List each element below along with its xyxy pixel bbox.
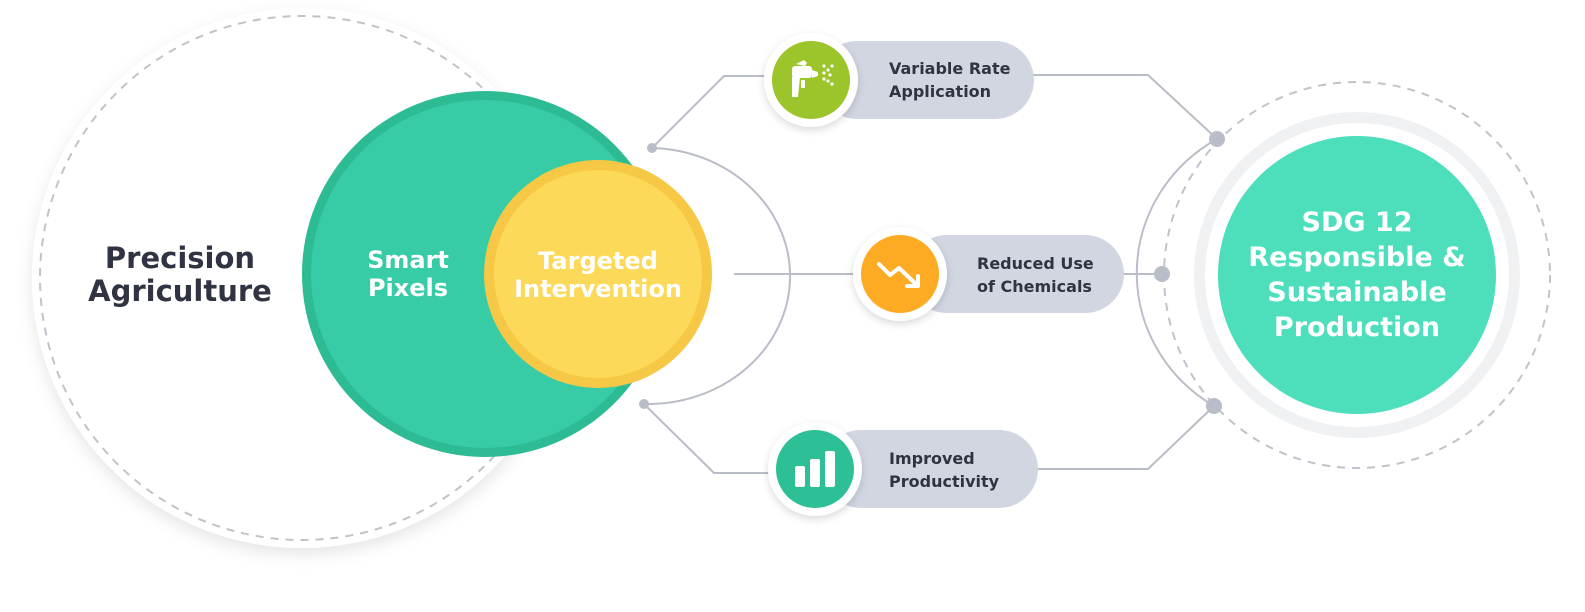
right-connectors bbox=[1030, 74, 1218, 470]
smart-pixels-label: Smart Pixels bbox=[367, 246, 449, 302]
precision-agriculture-label: Precision Agriculture bbox=[88, 240, 272, 308]
targeted-intervention-label: Targeted Intervention bbox=[514, 247, 682, 303]
connector-dot bbox=[1209, 131, 1225, 147]
connector-dot bbox=[647, 143, 657, 153]
connector-bottom-left bbox=[643, 403, 790, 474]
benefit-pill-improved-productivity bbox=[768, 422, 1038, 516]
benefit-label-variable-rate: Variable Rate Application bbox=[889, 59, 1011, 101]
connector-dot bbox=[1206, 398, 1222, 414]
benefit-label-reduced-chemicals: Reduced Use of Chemicals bbox=[977, 254, 1094, 296]
trending-down-icon bbox=[877, 262, 920, 288]
connector-dot bbox=[639, 399, 649, 409]
benefit-label-improved-productivity: Improved Productivity bbox=[889, 449, 1000, 491]
targeted-intervention-circle bbox=[484, 160, 712, 388]
spray-gun-icon bbox=[792, 60, 834, 97]
sdg12-circle bbox=[1218, 136, 1496, 414]
benefit-pill-variable-rate bbox=[764, 33, 1034, 127]
bracket-arc-left bbox=[643, 147, 792, 406]
connector-top-right bbox=[1030, 74, 1218, 140]
bracket-arc-right bbox=[1135, 138, 1218, 407]
benefit-pill-reduced-chemicals bbox=[853, 227, 1124, 321]
connector-dot bbox=[1154, 266, 1170, 282]
sdg12-label: SDG 12 Responsible & Sustainable Product… bbox=[1248, 206, 1466, 344]
bar-chart-icon bbox=[795, 451, 835, 487]
connector-bottom-right bbox=[1034, 405, 1215, 470]
